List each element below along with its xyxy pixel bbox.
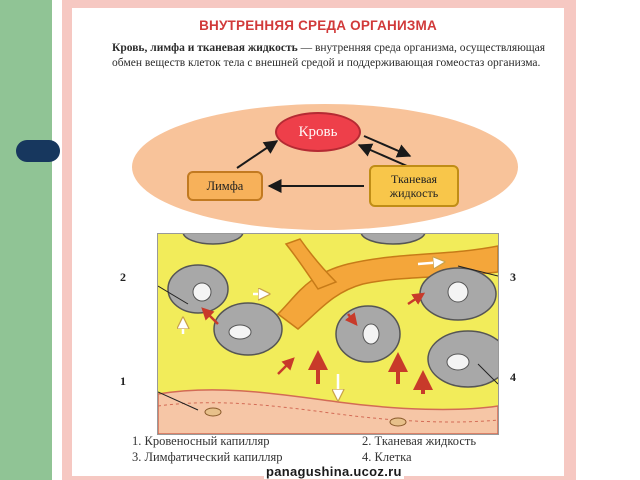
cell-nucleus (362, 323, 380, 345)
legend-item-4: 4. Клетка (362, 450, 412, 464)
poster-inner: ВНУТРЕННЯЯ СРЕДА ОРГАНИЗМА Кровь, лимфа … (72, 8, 564, 476)
slide-tab-marker (16, 140, 60, 162)
leader-4 (477, 363, 498, 385)
legend-item-1: 1. Кровеносный капилляр (132, 434, 270, 448)
poster: ВНУТРЕННЯЯ СРЕДА ОРГАНИЗМА Кровь, лимфа … (62, 0, 576, 480)
leader-2 (158, 285, 189, 305)
node-tissue-line1: Тканевая (390, 172, 438, 186)
legend-row: 3. Лимфатический капилляр 4. Клетка (132, 449, 552, 465)
definition-bold: Кровь, лимфа и тканевая жидкость (112, 42, 298, 54)
legend-item-3: 3. Лимфатический капилляр (132, 450, 283, 464)
cell-nucleus (446, 353, 470, 371)
watermark: panagushina.ucoz.ru (264, 464, 404, 479)
callout-1: 1 (120, 374, 126, 388)
lymph-capillary-branch (284, 238, 338, 290)
callout-3: 3 (510, 270, 516, 284)
node-tissue-fluid: Тканевая жидкость (369, 165, 459, 207)
flow-arrow (201, 307, 219, 325)
blood-capillary-wall (158, 402, 498, 423)
arrow-tissue-to-blood (357, 143, 408, 167)
legend-row: 1. Кровеносный капилляр 2. Тканевая жидк… (132, 433, 552, 449)
flow-arrow (407, 292, 426, 306)
slide-side-band (0, 0, 52, 480)
callout-4: 4 (510, 370, 516, 384)
flow-arrow (344, 312, 358, 326)
legend-item-2: 2. Тканевая жидкость (362, 434, 477, 448)
definition-rest: — внутренняя среда организма, осуществля… (112, 42, 546, 69)
flow-arrow (277, 357, 295, 375)
blood-capillary (158, 389, 498, 434)
node-tissue-line2: жидкость (389, 186, 439, 200)
cell-nucleus (228, 324, 252, 340)
blood-cell (389, 417, 407, 427)
cell-nucleus (192, 282, 212, 302)
cell-nucleus (447, 281, 469, 303)
arrow-blood-to-tissue (363, 135, 412, 158)
exchange-arrows (236, 135, 412, 193)
leader-1 (158, 391, 199, 411)
leader-3 (457, 265, 498, 277)
blood-cell (204, 407, 222, 417)
legend: 1. Кровеносный капилляр 2. Тканевая жидк… (132, 433, 552, 465)
poster-title: ВНУТРЕННЯЯ СРЕДА ОРГАНИЗМА (199, 18, 437, 33)
node-lymph: Лимфа (187, 171, 263, 201)
definition-text: Кровь, лимфа и тканевая жидкость — внутр… (112, 41, 552, 71)
tissue-svg (158, 234, 498, 434)
arrow-lymph-to-blood (236, 140, 279, 169)
tissue-illustration (157, 233, 499, 435)
flow-arrow-white (417, 262, 443, 264)
callout-2: 2 (120, 270, 126, 284)
cell (182, 234, 244, 245)
node-blood: Кровь (275, 112, 361, 152)
cell (360, 234, 426, 245)
